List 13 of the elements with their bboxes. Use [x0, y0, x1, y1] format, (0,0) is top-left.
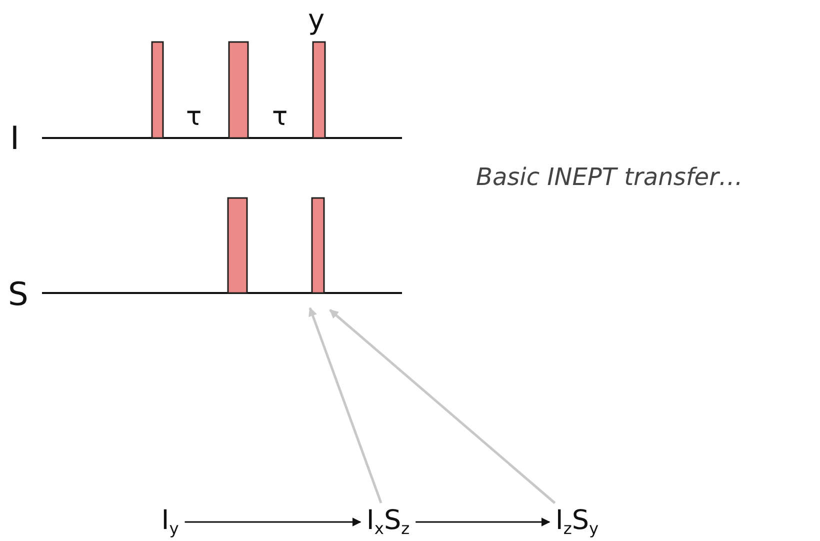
- channel-label: I: [10, 122, 20, 154]
- spin-operator-term: I$_{x}$S$_{z}$: [366, 507, 410, 538]
- arrow: [416, 518, 550, 527]
- arrow: [329, 309, 556, 504]
- delay-label: τ: [272, 104, 288, 130]
- channel-label: S: [8, 278, 28, 310]
- spin-operator-term: I$_{z}$S$_{y}$: [555, 507, 599, 538]
- spin-operator-term: I$_{y}$: [161, 507, 179, 538]
- arrow: [308, 307, 382, 504]
- phase-label: y: [308, 6, 325, 34]
- arrow: [184, 518, 362, 527]
- caption-text: Basic INEPT transfer…: [476, 165, 743, 189]
- delay-label: τ: [186, 104, 202, 130]
